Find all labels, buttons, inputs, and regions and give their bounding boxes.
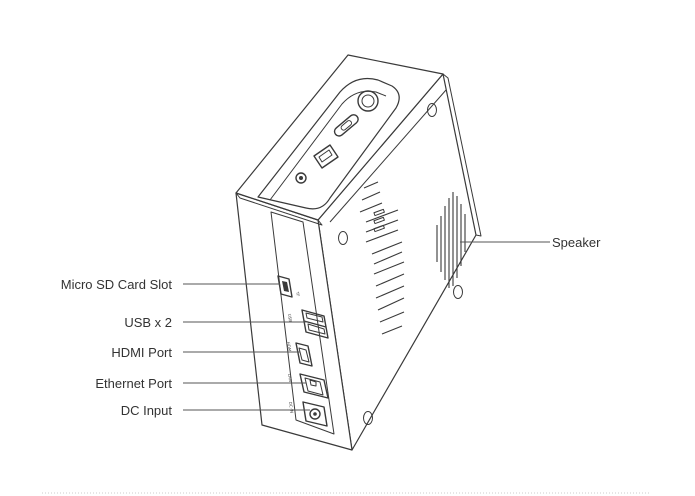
screw-hole-bottom-right bbox=[453, 285, 463, 299]
mini-pc-device: TF USB HDMI LAN DC-IN bbox=[235, 54, 482, 451]
top-panel-inner-edge bbox=[269, 90, 387, 201]
speaker-grille bbox=[436, 192, 466, 288]
hdmi-port: HDMI bbox=[286, 341, 313, 367]
micro-sd-slot: TF bbox=[277, 275, 301, 298]
power-button-inner bbox=[361, 94, 375, 108]
usb-label: USB x 2 bbox=[124, 315, 172, 330]
ethernet-port: LAN bbox=[287, 373, 329, 399]
ethernet-label: Ethernet Port bbox=[95, 376, 172, 391]
side-panel-inner-edge bbox=[329, 89, 447, 223]
side-panel-rear-edge bbox=[442, 73, 482, 237]
dc-input-port: DC-IN bbox=[288, 401, 328, 427]
front-face-port-panel bbox=[270, 211, 335, 435]
side-vent-slots bbox=[359, 181, 405, 335]
lan-marking: LAN bbox=[287, 373, 293, 382]
screw-hole-top-right bbox=[427, 103, 437, 117]
slide-switch bbox=[333, 114, 359, 137]
dc-label: DC Input bbox=[121, 403, 173, 418]
speaker-label: Speaker bbox=[552, 235, 601, 250]
hdmi-marking: HDMI bbox=[286, 341, 292, 352]
usb-marking: USB bbox=[287, 313, 293, 322]
slide-switch-knob bbox=[340, 120, 353, 131]
corner-vent-marks bbox=[373, 208, 385, 233]
power-button bbox=[357, 90, 379, 112]
usb-ports: USB bbox=[287, 309, 329, 339]
top-usb-port bbox=[313, 144, 339, 169]
screw-hole-left bbox=[338, 231, 348, 245]
tf-marking: TF bbox=[295, 290, 301, 297]
dc-marking: DC-IN bbox=[288, 401, 295, 413]
audio-jack bbox=[295, 172, 307, 184]
micro-sd-label: Micro SD Card Slot bbox=[61, 277, 173, 292]
hdmi-label: HDMI Port bbox=[111, 345, 172, 360]
screw-hole-bottom-left bbox=[363, 411, 373, 425]
top-button-panel bbox=[257, 77, 400, 210]
top-face-front-lip bbox=[235, 192, 323, 226]
